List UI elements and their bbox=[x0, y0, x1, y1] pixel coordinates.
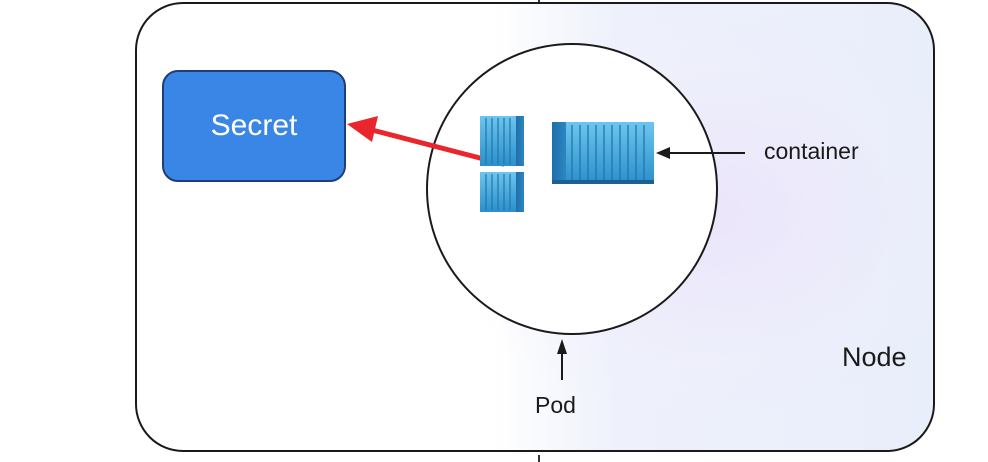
small-container-bottom-icon bbox=[480, 172, 524, 212]
secret-access-arrow bbox=[347, 116, 506, 167]
bottom-divider-line bbox=[538, 455, 540, 462]
small-container-top-icon bbox=[480, 116, 524, 166]
container-label: container bbox=[764, 138, 859, 164]
pod-label: Pod bbox=[535, 392, 576, 418]
pod-boundary bbox=[426, 43, 718, 335]
pod-pointer-arrow bbox=[557, 339, 567, 380]
container-pointer-arrow bbox=[656, 147, 745, 159]
large-container-icon bbox=[552, 122, 654, 184]
secret-label: Secret bbox=[210, 109, 298, 142]
node-label: Node bbox=[842, 342, 907, 372]
secret-box: Secret bbox=[162, 70, 346, 182]
